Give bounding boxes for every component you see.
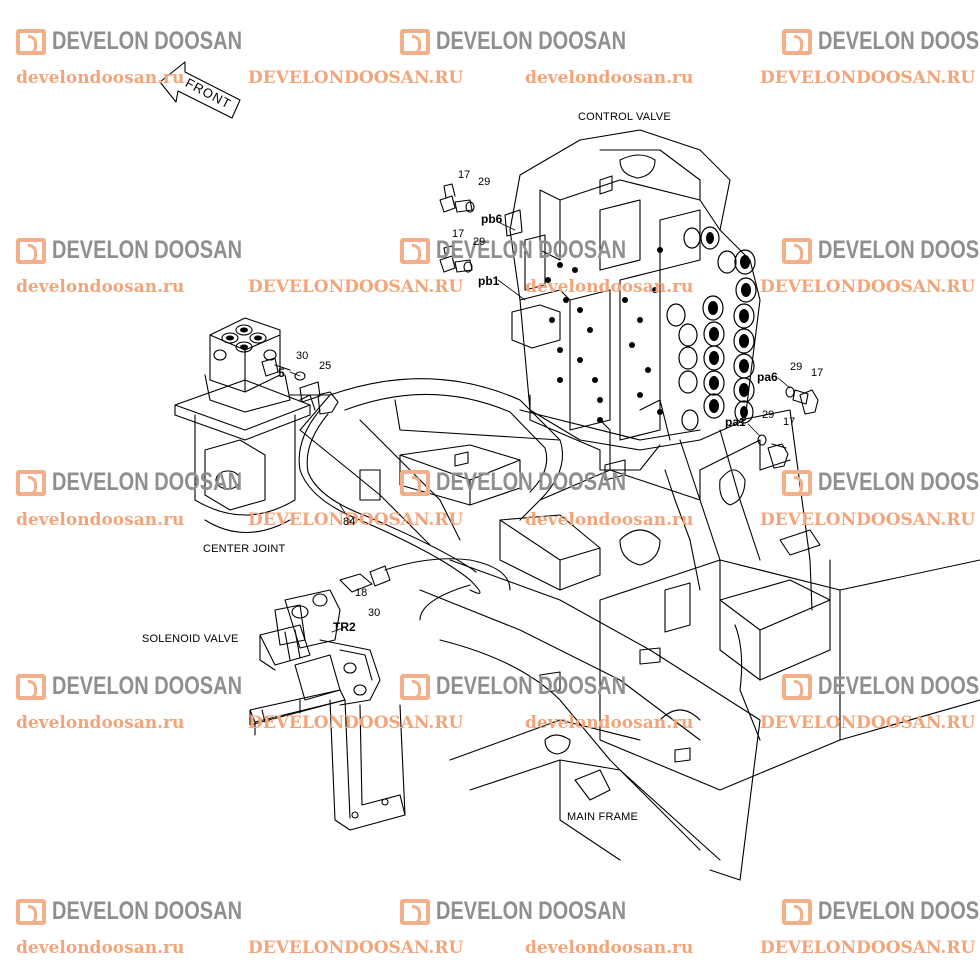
watermark-url: DEVELONDOOSAN.RU xyxy=(248,713,464,733)
develon-logo-icon xyxy=(400,898,430,925)
watermark-url: DEVELONDOOSAN.RU xyxy=(760,938,976,958)
watermark-url: develondoosan.ru xyxy=(16,510,185,530)
develon-logo-icon xyxy=(16,237,46,264)
watermark-url: develondoosan.ru xyxy=(525,713,694,733)
callout-18: 18 xyxy=(355,587,368,599)
watermark-brand: DEVELON DOOSAN xyxy=(782,468,980,497)
watermark-brand: DEVELON DOOSAN xyxy=(400,468,674,497)
watermark-url: DEVELONDOOSAN.RU xyxy=(760,510,976,530)
callout-29: 29 xyxy=(473,236,486,248)
callout-5: 5 xyxy=(278,366,285,380)
watermark-url: develondoosan.ru xyxy=(525,277,694,297)
callout-30: 30 xyxy=(296,350,309,362)
watermark-brand: DEVELON DOOSAN xyxy=(400,672,674,701)
watermark-brand: DEVELON DOOSAN xyxy=(782,672,980,701)
callout-leaders xyxy=(289,221,791,633)
callout-84: 84 xyxy=(343,516,356,528)
develon-logo-icon xyxy=(16,673,46,700)
develon-logo-icon xyxy=(782,237,812,264)
watermark-brand: DEVELON DOOSAN xyxy=(782,236,980,265)
main-frame-drawing xyxy=(289,378,980,881)
develon-logo-icon xyxy=(400,237,430,264)
callout-17: 17 xyxy=(811,367,824,379)
front-arrow-icon xyxy=(159,61,241,119)
callout-pb6: pb6 xyxy=(481,212,503,226)
callout-pb1: pb1 xyxy=(478,274,500,288)
watermark-url: DEVELONDOOSAN.RU xyxy=(248,510,464,530)
watermark-url: develondoosan.ru xyxy=(525,68,694,88)
watermark-brand: DEVELON DOOSAN xyxy=(16,897,290,926)
watermark-brand: DEVELON DOOSAN xyxy=(16,672,290,701)
watermark-url: DEVELONDOOSAN.RU xyxy=(248,68,464,88)
watermark-brand: DEVELON DOOSAN xyxy=(400,27,674,56)
callout-tr2: TR2 xyxy=(333,620,356,634)
hose-84-drawing xyxy=(298,409,511,621)
callout-29: 29 xyxy=(762,409,775,421)
center-joint-caption: CENTER JOINT xyxy=(203,543,286,555)
develon-logo-icon xyxy=(782,469,812,496)
watermark-url: develondoosan.ru xyxy=(16,938,185,958)
watermark-url: develondoosan.ru xyxy=(525,938,694,958)
watermark-brand: DEVELON DOOSAN xyxy=(16,27,290,56)
control-valve-drawing xyxy=(439,129,819,471)
callout-29: 29 xyxy=(790,361,803,373)
callout-25: 25 xyxy=(319,360,332,372)
watermark-url: DEVELONDOOSAN.RU xyxy=(760,68,976,88)
watermark-url: DEVELONDOOSAN.RU xyxy=(760,713,976,733)
callout-17: 17 xyxy=(458,169,471,181)
callout-29: 29 xyxy=(478,176,491,188)
watermark-brand: DEVELON DOOSAN xyxy=(16,236,290,265)
main-frame-caption: MAIN FRAME xyxy=(567,811,639,823)
callout-pa1: pa1 xyxy=(725,415,746,429)
develon-logo-icon xyxy=(782,673,812,700)
watermark-url: DEVELONDOOSAN.RU xyxy=(248,938,464,958)
develon-logo-icon xyxy=(16,898,46,925)
watermark-url: develondoosan.ru xyxy=(16,713,185,733)
develon-logo-icon xyxy=(400,673,430,700)
develon-logo-icon xyxy=(782,28,812,55)
watermark-brand: DEVELON DOOSAN xyxy=(782,27,980,56)
callout-pa6: pa6 xyxy=(757,370,778,384)
watermark-url: DEVELONDOOSAN.RU xyxy=(760,277,976,297)
watermark-brand: DEVELON DOOSAN xyxy=(782,897,980,926)
watermark-brand: DEVELON DOOSAN xyxy=(400,236,674,265)
callout-17: 17 xyxy=(452,228,465,240)
control-valve-caption: CONTROL VALVE xyxy=(578,111,671,123)
watermark-brand: DEVELON DOOSAN xyxy=(16,468,290,497)
solenoid-valve-drawing xyxy=(249,589,406,831)
center-joint-drawing xyxy=(174,317,339,534)
watermark-url: develondoosan.ru xyxy=(525,510,694,530)
watermark-brand: DEVELON DOOSAN xyxy=(400,897,674,926)
watermark-url: develondoosan.ru xyxy=(16,277,185,297)
develon-logo-icon xyxy=(16,469,46,496)
callout-30: 30 xyxy=(368,607,381,619)
solenoid-valve-caption: SOLENOID VALVE xyxy=(142,633,239,645)
develon-logo-icon xyxy=(782,898,812,925)
watermark-url: DEVELONDOOSAN.RU xyxy=(248,277,464,297)
develon-logo-icon xyxy=(400,469,430,496)
watermark-url: develondoosan.ru xyxy=(16,68,185,88)
develon-logo-icon xyxy=(400,28,430,55)
callout-17: 17 xyxy=(783,416,796,428)
develon-logo-icon xyxy=(16,28,46,55)
